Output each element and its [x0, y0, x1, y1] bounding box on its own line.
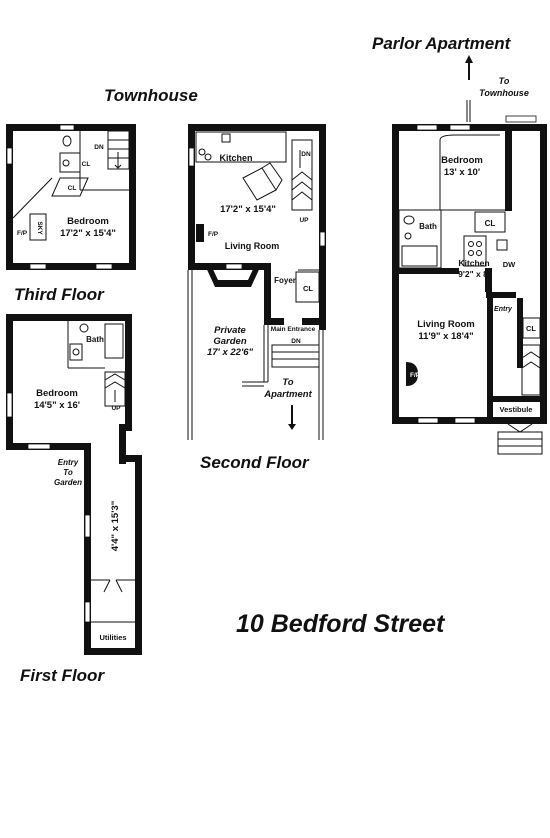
- third-bedroom-label: Bedroom: [67, 216, 109, 227]
- to-apartment-line2: Apartment: [263, 389, 312, 400]
- parlor-living-dim: 11'9" x 18'4": [418, 331, 473, 342]
- parlor-vestibule-label: Vestibule: [500, 405, 533, 414]
- second-fp-label: F/P: [208, 231, 219, 238]
- second-floor-heading: Second Floor: [200, 453, 310, 472]
- garden-line1: Private: [214, 325, 246, 336]
- arrow-down-icon: [288, 405, 296, 430]
- to-apartment-line1: To: [282, 377, 293, 388]
- first-up-label: UP: [111, 405, 121, 412]
- second-foyer-label: Foyer: [274, 276, 296, 285]
- second-main-entrance-label: Main Entrance: [271, 326, 316, 333]
- third-bedroom-dim: 17'2" x 15'4": [60, 228, 116, 239]
- first-entry-line2: To: [63, 468, 73, 477]
- parlor-cl-label: CL: [485, 219, 496, 228]
- second-cl-label: CL: [303, 284, 313, 293]
- parlor-bath-label: Bath: [419, 222, 437, 231]
- garden-line2: Garden: [213, 336, 246, 347]
- parlor-bedroom-dim: 13' x 10': [444, 167, 480, 178]
- parlor-floor-plan: To Townhouse Bedroom 13' x 10' Bath: [392, 55, 547, 455]
- to-townhouse-line1: To: [499, 76, 510, 86]
- first-bedroom-dim: 14'5" x 16': [34, 400, 80, 411]
- parlor-entry-label: Entry: [494, 306, 513, 313]
- second-kitchen-label: Kitchen: [219, 153, 252, 163]
- second-dim: 17'2" x 15'4": [220, 204, 276, 215]
- first-entry-line3: Garden: [54, 478, 82, 487]
- first-bath-label: Bath: [86, 335, 104, 344]
- second-dn2-label: DN: [291, 338, 301, 345]
- third-fp-label: F/P: [17, 230, 28, 237]
- parlor-cl2-label: CL: [526, 324, 536, 333]
- first-utilities-label: Utilities: [99, 633, 126, 642]
- third-floor-heading: Third Floor: [14, 285, 105, 304]
- second-living-label: Living Room: [225, 241, 280, 251]
- parlor-kitchen-label: Kitchen: [458, 258, 489, 268]
- third-sky-label: SKY: [36, 221, 43, 235]
- townhouse-heading: Townhouse: [104, 86, 198, 105]
- parlor-kitchen-dim: 9'2" x 8': [458, 269, 490, 279]
- parlor-dw-label: DW: [503, 260, 516, 269]
- third-cl-label: CL: [82, 161, 91, 168]
- first-entry-line1: Entry: [58, 458, 79, 467]
- third-cl2-label: CL: [68, 185, 77, 192]
- second-floor-plan: DN UP Kitchen 17'2" x 15'4" F/P Living R…: [187, 124, 326, 440]
- arrow-up-icon: [465, 55, 473, 80]
- parlor-apartment-heading: Parlor Apartment: [372, 34, 512, 53]
- first-floor-heading: First Floor: [20, 666, 105, 685]
- second-up-label: UP: [299, 217, 309, 224]
- parlor-bedroom-label: Bedroom: [441, 155, 483, 166]
- second-dn-label: DN: [301, 151, 311, 158]
- parlor-up-label: UP: [526, 397, 536, 404]
- parlor-living-label: Living Room: [417, 319, 475, 330]
- first-bedroom-label: Bedroom: [36, 388, 78, 399]
- address-title: 10 Bedford Street: [236, 610, 446, 638]
- first-floor-plan: Bath UP Bedroom 14'5" x 16' Entry To Gar…: [6, 314, 142, 655]
- third-floor-plan: DN CL CL SKY F/P Bedroom 17'2" x 15'4": [6, 124, 136, 270]
- garden-dim: 17' x 22'6": [207, 347, 253, 358]
- parlor-fp-label: F/P: [410, 372, 421, 379]
- first-hall-dim: 4'4" x 15'3": [110, 501, 121, 552]
- third-dn-label: DN: [94, 144, 104, 151]
- to-townhouse-line2: Townhouse: [479, 88, 529, 98]
